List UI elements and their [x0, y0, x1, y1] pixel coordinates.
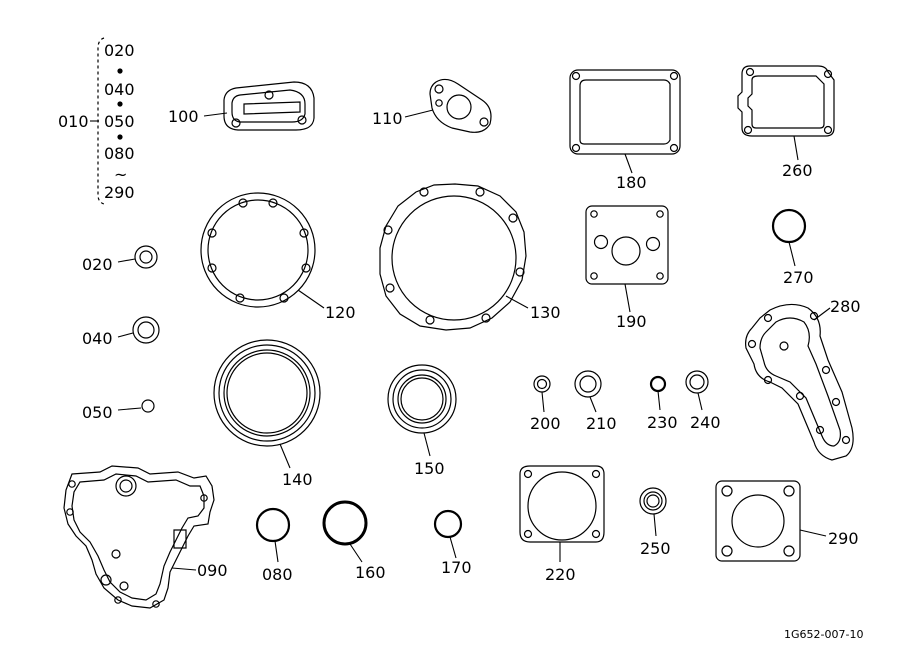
part-040-seal [132, 316, 160, 344]
part-140-seal [213, 339, 321, 447]
callout-150: 150 [414, 459, 445, 478]
leader-120 [297, 289, 325, 309]
part-090-gasket [63, 465, 215, 609]
callout-200: 200 [530, 414, 561, 433]
part-200-seal [533, 375, 551, 393]
leader-190 [624, 283, 631, 313]
callout-120: 120 [325, 303, 356, 322]
callout-040: 040 [82, 329, 113, 348]
kit-item-080: 080 [104, 144, 135, 163]
callout-100: 100 [168, 107, 199, 126]
kit-item-050: 050 [104, 112, 135, 131]
part-150-seal [387, 364, 457, 434]
callout-280: 280 [830, 297, 861, 316]
callout-110: 110 [372, 109, 403, 128]
callout-290: 290 [828, 529, 859, 548]
part-180-gasket [569, 69, 681, 155]
part-120-gasket [200, 192, 316, 308]
leader-100 [203, 112, 228, 117]
part-100-gasket [223, 81, 315, 131]
part-170-oring [433, 509, 463, 539]
leader-110 [404, 109, 434, 118]
kit-dot [117, 134, 123, 140]
leader-240 [697, 392, 703, 411]
callout-190: 190 [616, 312, 647, 331]
part-160-oring [322, 500, 368, 546]
callout-220: 220 [545, 565, 576, 584]
leader-210 [589, 396, 597, 413]
kit-item-040: 040 [104, 80, 135, 99]
leader-160 [349, 543, 363, 563]
leader-200 [541, 391, 545, 413]
kit-dot [117, 101, 123, 107]
callout-250: 250 [640, 539, 671, 558]
callout-050: 050 [82, 403, 113, 422]
part-210-seal [574, 370, 602, 398]
figure-id: 1G652-007-10 [784, 628, 863, 641]
part-240-seal [685, 370, 709, 394]
callout-160: 160 [355, 563, 386, 582]
callout-170: 170 [441, 558, 472, 577]
leader-130 [505, 295, 529, 309]
part-110-gasket [429, 78, 492, 133]
part-080-oring [255, 507, 291, 543]
leader-150 [423, 432, 431, 457]
leader-260 [793, 135, 799, 161]
leader-040 [117, 332, 134, 338]
callout-230: 230 [647, 413, 678, 432]
callout-090: 090 [197, 561, 228, 580]
part-250-seal [639, 487, 667, 515]
leader-170 [449, 536, 457, 559]
callout-240: 240 [690, 413, 721, 432]
leader-080 [274, 540, 279, 563]
callout-140: 140 [282, 470, 313, 489]
callout-260: 260 [782, 161, 813, 180]
leader-290 [799, 529, 827, 537]
callout-210: 210 [586, 414, 617, 433]
part-050-oring [141, 399, 155, 413]
part-290-gasket [715, 480, 801, 562]
leader-140 [279, 443, 291, 469]
part-260-gasket [737, 65, 835, 137]
leader-280 [813, 307, 831, 321]
callout-180: 180 [616, 173, 647, 192]
part-280-gasket [745, 303, 854, 461]
callout-020: 020 [82, 255, 113, 274]
callout-270: 270 [783, 268, 814, 287]
callout-130: 130 [530, 303, 561, 322]
part-130-gasket [379, 183, 527, 331]
kit-item-020: 020 [104, 41, 135, 60]
callout-080: 080 [262, 565, 293, 584]
leader-090 [171, 567, 197, 571]
part-270-oring [771, 208, 807, 244]
leader-050 [117, 407, 142, 411]
part-020-seal [134, 245, 158, 269]
leader-020 [117, 258, 136, 263]
kit-list: 020 040 050 080 ~ 290 010 [58, 37, 135, 205]
leader-230 [657, 390, 661, 411]
part-230-oring [649, 375, 667, 393]
part-190-gasket [585, 205, 669, 285]
leader-180 [624, 153, 633, 174]
kit-range-symbol: ~ [114, 165, 127, 184]
leader-250 [653, 513, 657, 537]
kit-item-290: 290 [104, 183, 135, 202]
leader-270 [788, 241, 796, 267]
kit-dot [117, 68, 123, 74]
kit-label-010: 010 [58, 112, 89, 131]
part-220-gasket [519, 465, 605, 543]
